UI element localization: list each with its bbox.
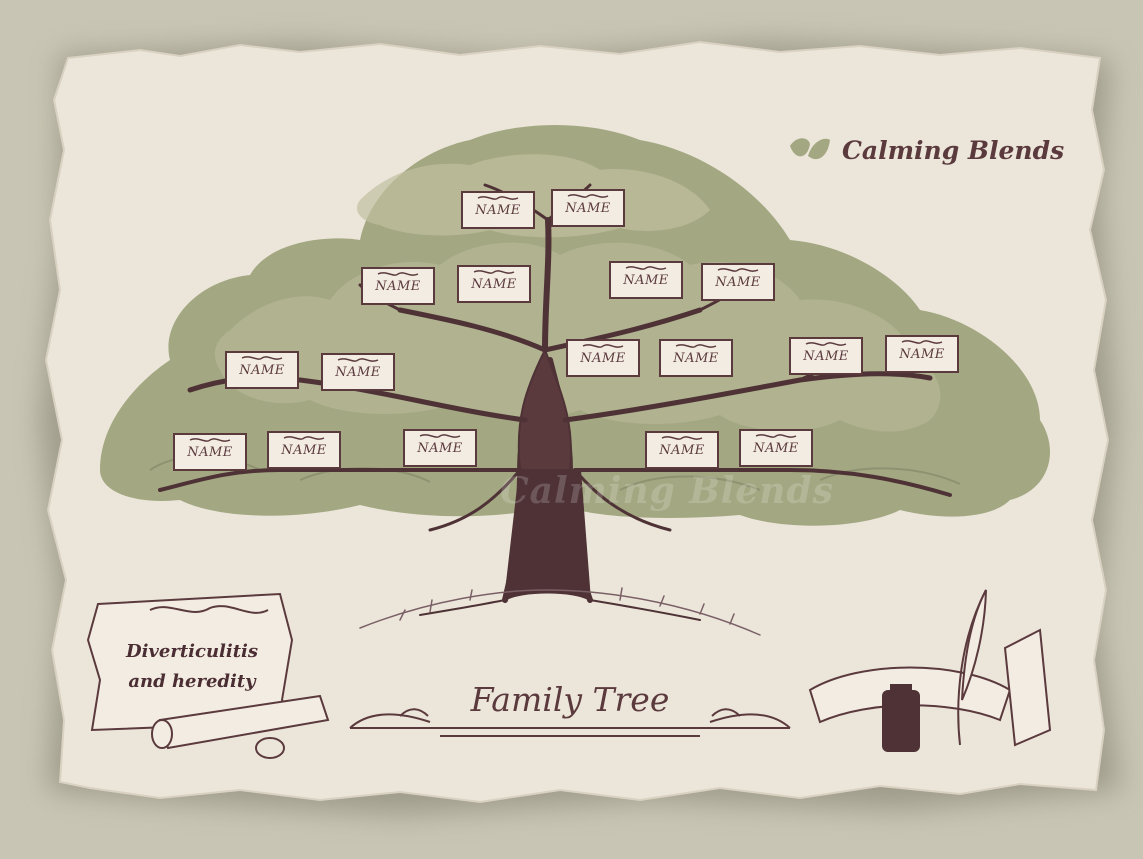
name-card-label: NAME [475, 203, 521, 218]
tree-trunk [158, 183, 952, 636]
name-card-label: NAME [375, 279, 421, 294]
note-line-1: Diverticulitis [125, 641, 258, 662]
ink-quill-scroll [808, 589, 1052, 752]
name-card[interactable]: NAME [658, 334, 734, 380]
name-card-label: NAME [417, 441, 463, 456]
name-card[interactable]: NAME [550, 184, 626, 230]
leaf-icon [790, 138, 830, 160]
name-card[interactable]: NAME [460, 186, 536, 232]
name-card-label: NAME [565, 201, 611, 216]
name-card-label: NAME [335, 365, 381, 380]
name-card-label: NAME [623, 273, 669, 288]
name-card[interactable]: NAME [172, 428, 248, 474]
name-card-label: NAME [580, 351, 626, 366]
name-card-label: NAME [803, 349, 849, 364]
name-card-label: NAME [753, 441, 799, 456]
name-card[interactable]: NAME [360, 262, 436, 308]
note-scroll [86, 592, 330, 759]
brand-name: Calming Blends [842, 135, 1065, 165]
name-card[interactable]: NAME [608, 256, 684, 302]
name-card[interactable]: NAME [266, 426, 342, 472]
note-line-2: and heredity [128, 671, 256, 692]
page-title: Family Tree [470, 680, 670, 719]
name-card-label: NAME [715, 275, 761, 290]
name-card[interactable]: NAME [700, 258, 776, 304]
name-card[interactable]: NAME [565, 334, 641, 380]
name-card-label: NAME [187, 445, 233, 460]
name-card[interactable]: NAME [456, 260, 532, 306]
name-card-label: NAME [673, 351, 719, 366]
name-card[interactable]: NAME [224, 346, 300, 392]
name-card-label: NAME [659, 443, 705, 458]
watermark-text: Calming Blends [500, 470, 834, 512]
name-card[interactable]: NAME [884, 330, 960, 376]
name-card-label: NAME [281, 443, 327, 458]
name-card[interactable]: NAME [788, 332, 864, 378]
brand-logo: Calming Blends [788, 130, 1064, 170]
name-card[interactable]: NAME [402, 424, 478, 470]
name-card-label: NAME [899, 347, 945, 362]
name-card[interactable]: NAME [644, 426, 720, 472]
name-card-label: NAME [239, 363, 285, 378]
name-card[interactable]: NAME [320, 348, 396, 394]
name-card-label: NAME [471, 277, 517, 292]
name-card[interactable]: NAME [738, 424, 814, 470]
note-text: Diverticulitis and heredity [112, 637, 272, 697]
title-ornament [349, 708, 791, 737]
